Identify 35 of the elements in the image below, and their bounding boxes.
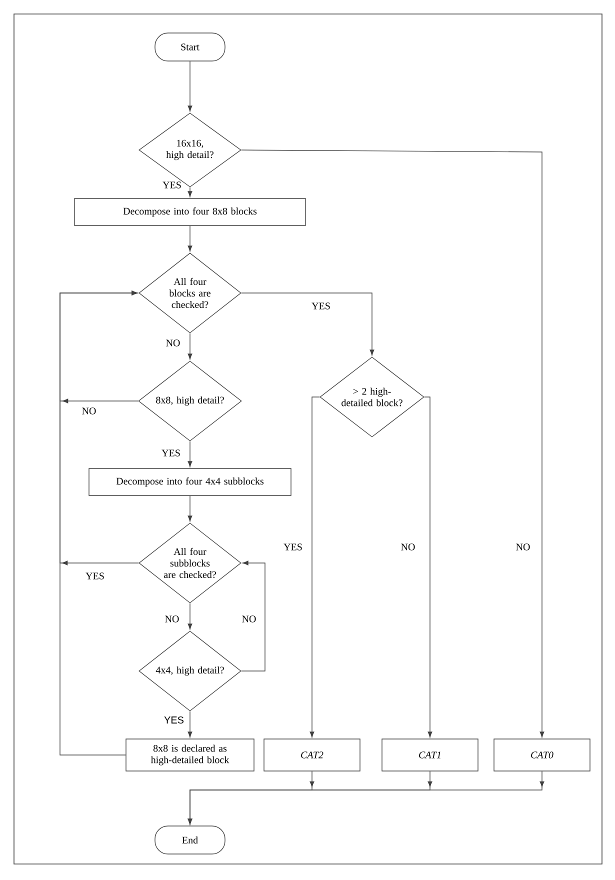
edge-label: NO — [166, 340, 180, 346]
process-box: 8x8 is declared as high-detailed block — [126, 738, 254, 772]
arrow — [188, 603, 192, 630]
arrow — [188, 187, 192, 197]
process-box: Decompose into four 8x8 blocks — [74, 198, 306, 226]
arrow — [241, 150, 544, 738]
process-box: CAT0 — [494, 738, 590, 772]
arrow — [424, 396, 432, 738]
arrow — [188, 441, 192, 467]
edge-label: YES — [86, 572, 104, 580]
arrow — [310, 396, 320, 738]
process-box: Decompose into four 4x4 subblocks — [88, 468, 292, 496]
edge-label: YES — [284, 544, 302, 550]
edge-label: NO — [242, 616, 256, 622]
process-box: CAT1 — [382, 738, 478, 772]
edge-label: YES — [162, 182, 181, 188]
edge-label: NO — [516, 544, 530, 550]
arrow — [188, 771, 544, 824]
arrow — [188, 711, 192, 738]
edge-label: NO — [82, 408, 96, 414]
process-box: CAT2 — [264, 738, 360, 772]
edge-label: YES — [162, 450, 180, 456]
edge-label: YES — [164, 716, 184, 724]
arrow — [241, 292, 374, 356]
terminal-box: End — [154, 826, 226, 854]
arrow — [188, 61, 192, 112]
edge-label: NO — [165, 616, 179, 622]
arrow — [188, 333, 192, 360]
edge-label: YES — [312, 302, 330, 310]
arrow — [60, 290, 138, 756]
terminal-box: Start — [154, 32, 226, 62]
arrow — [188, 496, 192, 522]
arrow — [241, 560, 266, 672]
arrow — [188, 226, 192, 252]
edge-label: NO — [401, 544, 415, 550]
